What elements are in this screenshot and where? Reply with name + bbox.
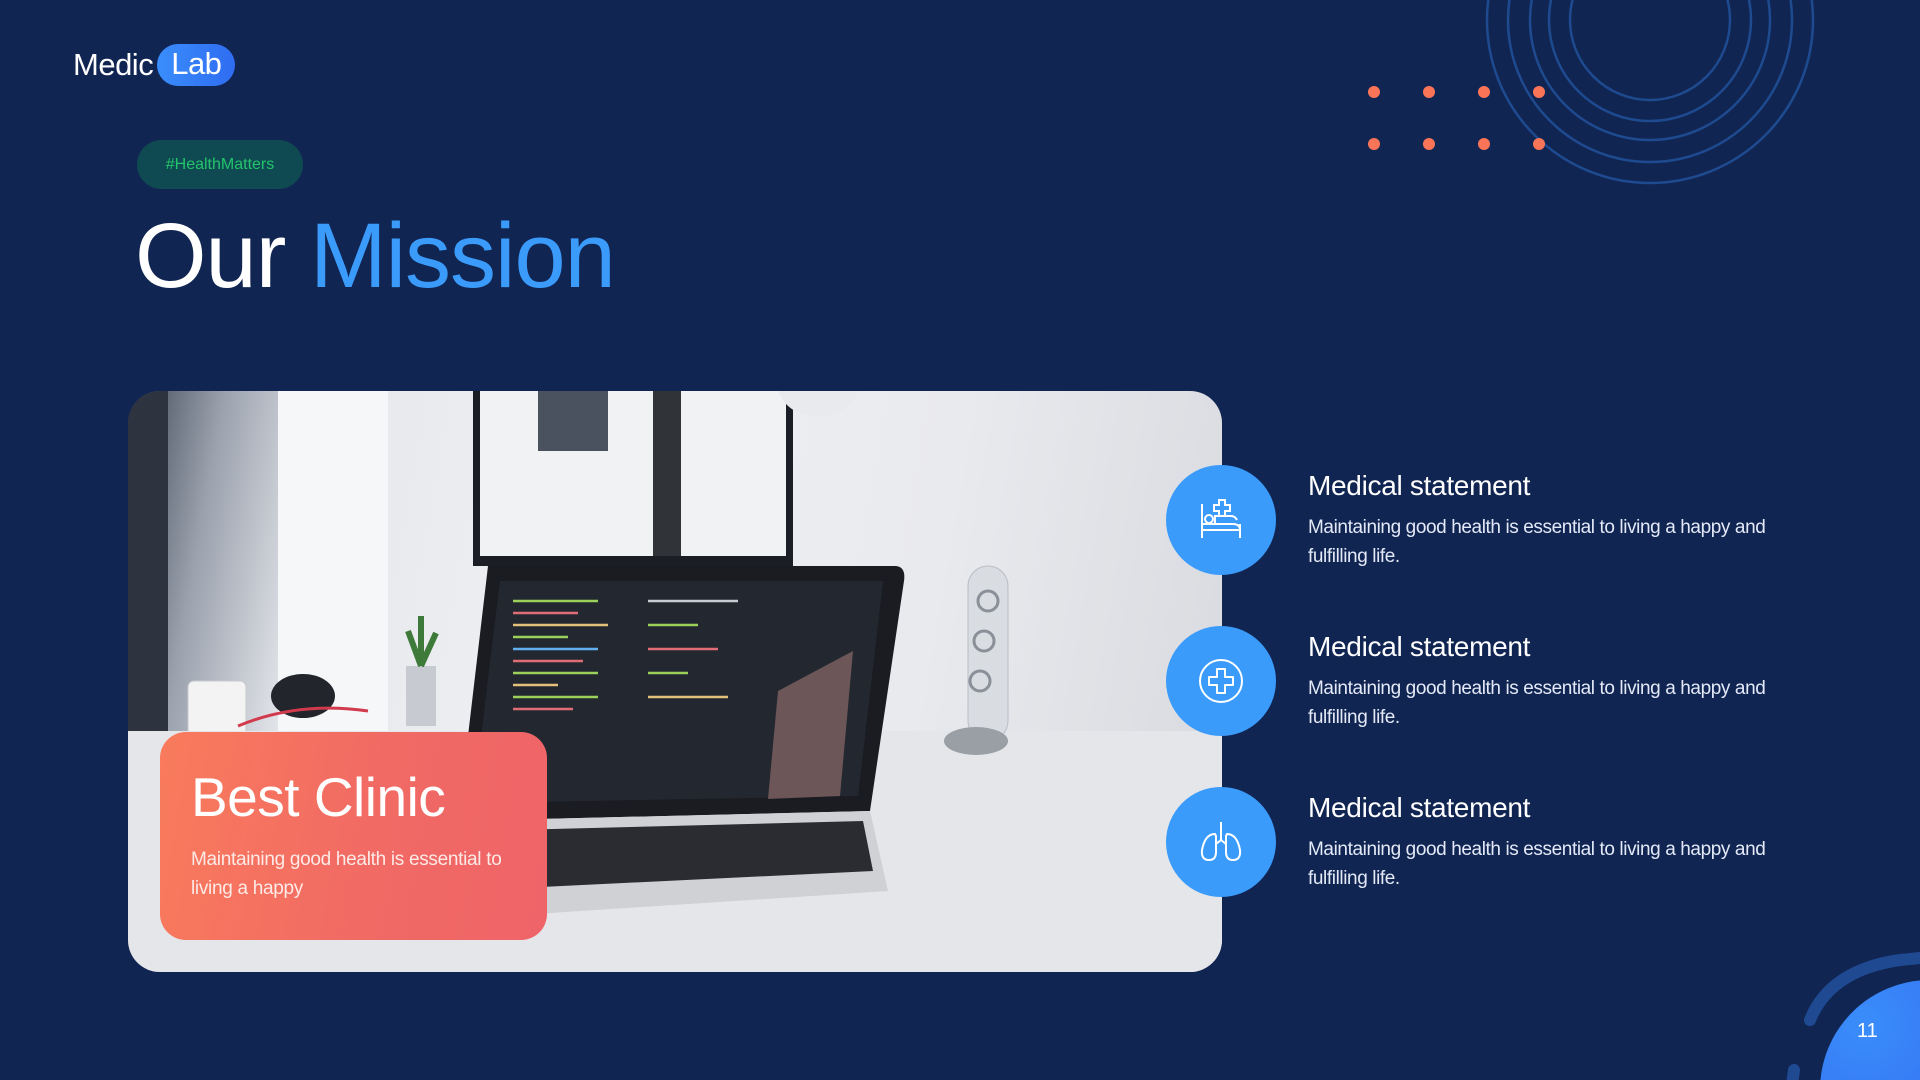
feature-item: Medical statement Maintaining good healt… [1166, 465, 1806, 585]
feature-item: Medical statement Maintaining good healt… [1166, 787, 1806, 907]
page-title: Our Mission [135, 210, 616, 302]
feature-icon-circle [1166, 787, 1276, 897]
feature-heading: Medical statement [1308, 470, 1531, 501]
medical-cross-icon [1199, 659, 1243, 703]
logo-pill: Lab [157, 44, 236, 86]
feature-body: Maintaining good health is essential to … [1308, 839, 1766, 889]
corner-circle-decoration [1786, 952, 1920, 1080]
hospital-bed-icon [1201, 499, 1241, 538]
clinic-card-body: Maintaining good health is essential to … [191, 849, 502, 899]
feature-icon-circle [1166, 626, 1276, 736]
logo: Medic Lab [73, 44, 236, 86]
page-number: 11 [1857, 1020, 1878, 1042]
lungs-icon [1200, 822, 1242, 862]
hashtag-badge: #HealthMatters [137, 140, 303, 189]
feature-heading: Medical statement [1308, 631, 1531, 662]
feature-body: Maintaining good health is essential to … [1308, 678, 1766, 728]
dot-grid-decoration [1368, 86, 1545, 150]
clinic-card-heading: Best Clinic [191, 766, 446, 828]
feature-icon-circle [1166, 465, 1276, 575]
title-part-1: Our [135, 205, 286, 307]
feature-body: Maintaining good health is essential to … [1308, 517, 1766, 567]
feature-item: Medical statement Maintaining good healt… [1166, 626, 1806, 746]
best-clinic-card: Best Clinic Maintaining good health is e… [160, 732, 547, 940]
logo-text: Medic [73, 47, 154, 82]
concentric-rings-decoration [1485, 0, 1815, 185]
feature-heading: Medical statement [1308, 792, 1531, 823]
title-part-2: Mission [309, 205, 616, 307]
